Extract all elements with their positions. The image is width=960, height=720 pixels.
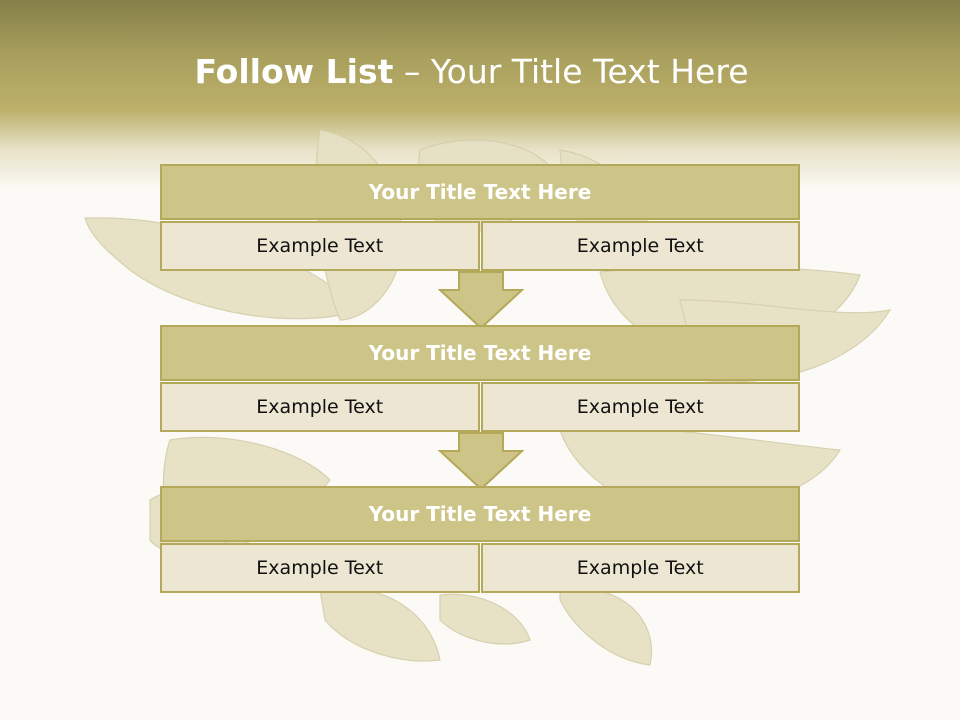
slide-title-main: Follow List	[194, 52, 394, 91]
step-block-2: Your Title Text Here Example Text Exampl…	[160, 325, 800, 432]
step-block-3: Your Title Text Here Example Text Exampl…	[160, 486, 800, 593]
step-row: Example Text Example Text	[160, 382, 800, 432]
step-title: Your Title Text Here	[160, 325, 800, 381]
step-cell-right: Example Text	[480, 221, 800, 271]
step-cell-right: Example Text	[480, 543, 800, 593]
slide-title-separator: –	[393, 52, 431, 91]
step-cell-right: Example Text	[480, 382, 800, 432]
step-cell-left: Example Text	[160, 382, 480, 432]
slide-title-sub: Your Title Text Here	[430, 52, 749, 91]
step-row: Example Text Example Text	[160, 543, 800, 593]
step-row: Example Text Example Text	[160, 221, 800, 271]
step-cell-left: Example Text	[160, 543, 480, 593]
step-title: Your Title Text Here	[160, 164, 800, 220]
down-arrow-icon	[438, 432, 524, 490]
step-title: Your Title Text Here	[160, 486, 800, 542]
down-arrow-icon	[438, 271, 524, 329]
slide-title: Follow List – Your Title Text Here	[0, 52, 943, 91]
step-cell-left: Example Text	[160, 221, 480, 271]
step-block-1: Your Title Text Here Example Text Exampl…	[160, 164, 800, 271]
